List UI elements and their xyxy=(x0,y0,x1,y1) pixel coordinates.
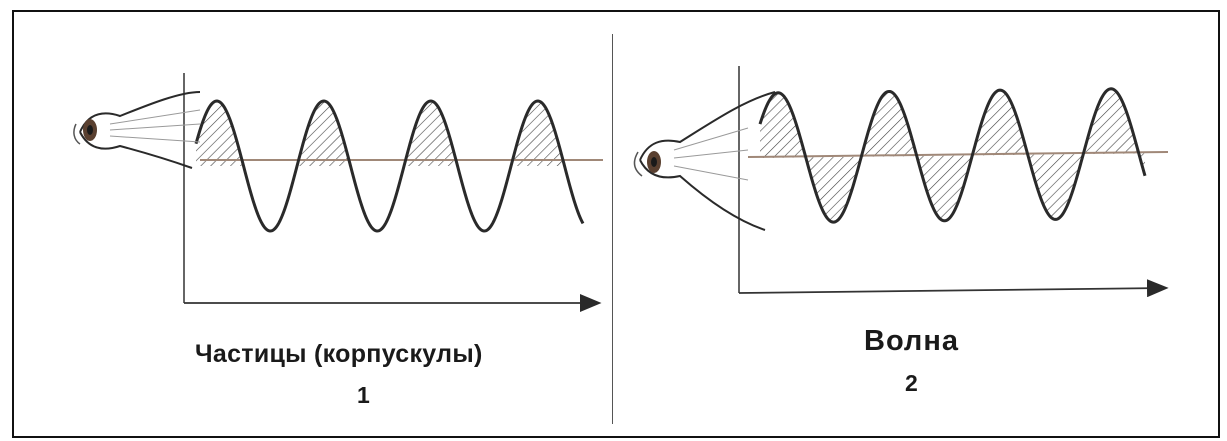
panel-2-title: Волна xyxy=(864,325,960,357)
panel-1-number: 1 xyxy=(357,382,370,408)
hatched-crest xyxy=(973,90,1027,156)
panel-2-number: 2 xyxy=(905,370,918,396)
figure-frame xyxy=(12,10,1220,438)
panel-1-diagram xyxy=(73,73,603,312)
hatched-crest xyxy=(760,92,805,158)
panel-1-wave xyxy=(194,99,585,233)
eye-icon xyxy=(73,91,201,169)
hatched-trough xyxy=(917,155,972,221)
panel-2-baseline xyxy=(747,151,1169,158)
eye-icon xyxy=(633,91,776,231)
panel-2-hatch xyxy=(760,88,1145,223)
panel-1-title: Частицы (корпускулы) xyxy=(195,340,483,368)
hatched-crest xyxy=(196,101,243,166)
hatched-crest xyxy=(862,91,916,157)
hatched-crest xyxy=(405,101,457,166)
panel-1-hatch xyxy=(196,101,564,166)
hatched-crest xyxy=(1084,88,1138,155)
hatched-trough xyxy=(1028,154,1083,220)
hatched-trough xyxy=(806,156,861,223)
panel-2-diagram xyxy=(633,66,1169,298)
hatched-crest xyxy=(512,101,564,166)
panel-2-x-axis xyxy=(738,279,1169,298)
panel-2-wave xyxy=(758,87,1147,224)
hatched-crest xyxy=(298,101,350,166)
panel-divider xyxy=(612,34,613,424)
